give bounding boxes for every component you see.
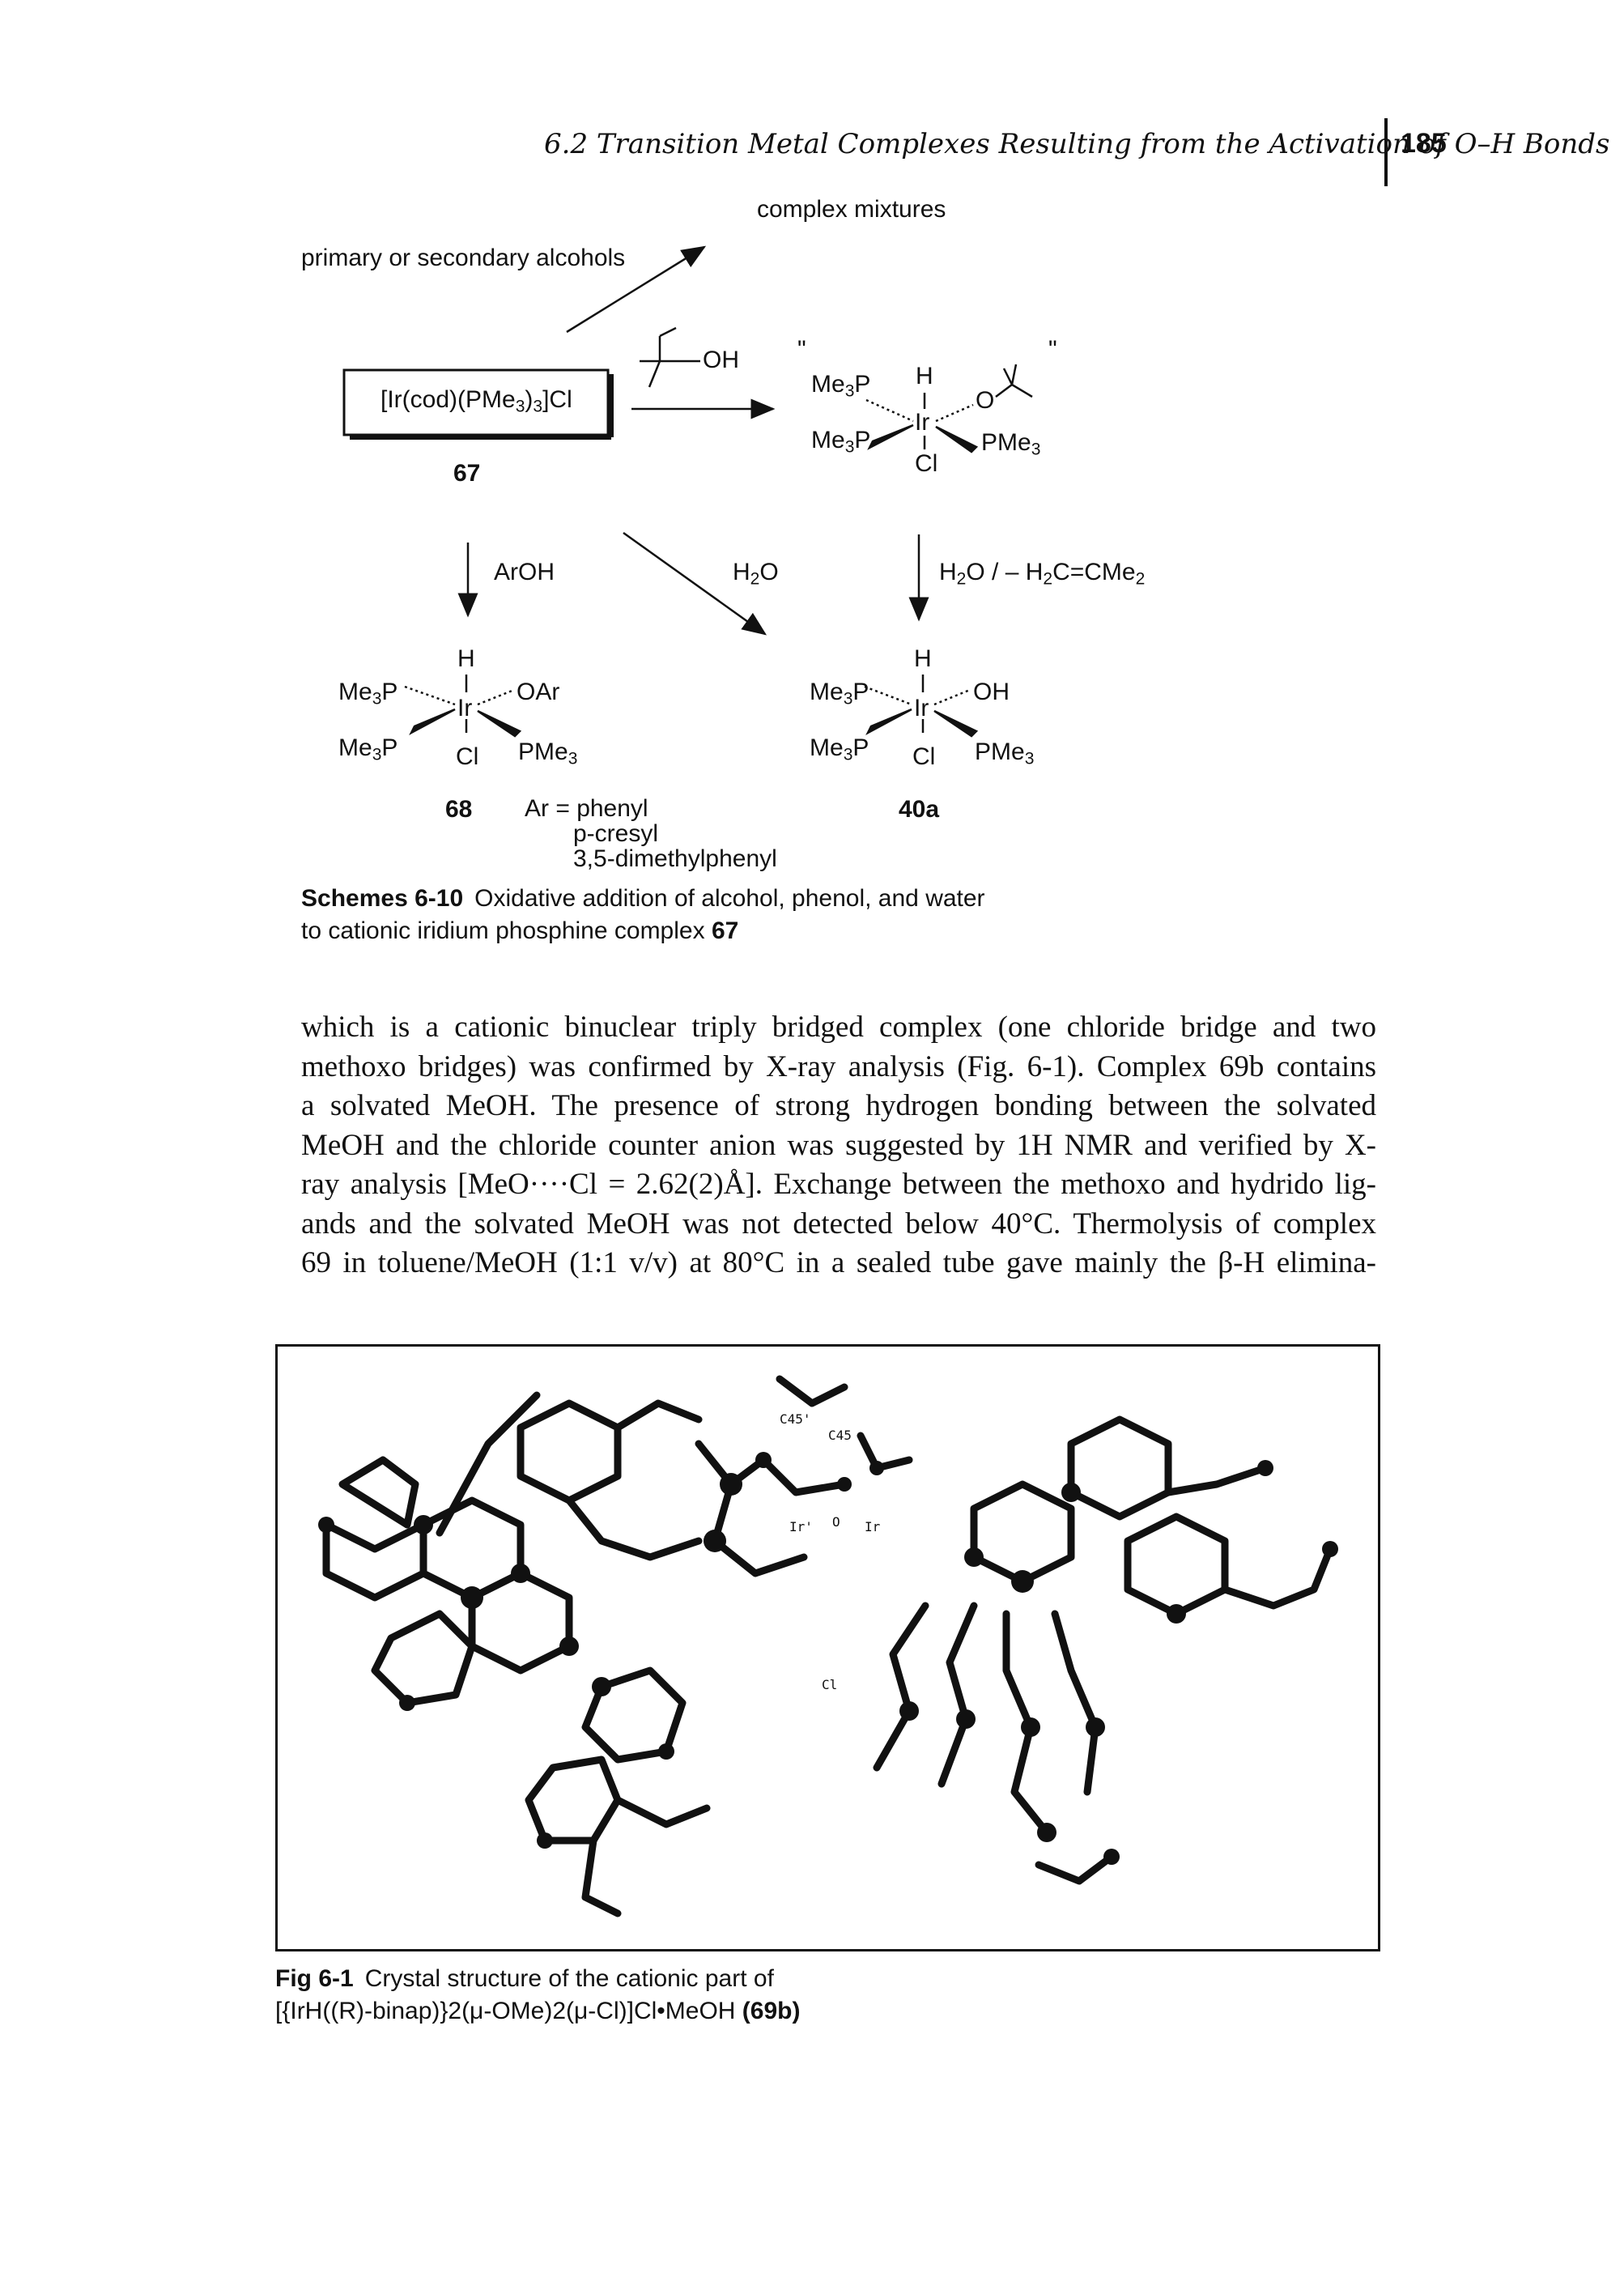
complex-top-bonds	[865, 364, 1033, 453]
complex-68-cl: Cl	[456, 743, 479, 770]
alcohols-label: primary or secondary alcohols	[301, 245, 626, 271]
complex-40a-h: H	[914, 645, 932, 672]
ar-phenyl: Ar = phenyl	[525, 795, 648, 822]
complex-40a-pme3: PMe3	[975, 738, 1035, 768]
body-paragraph: which is a cationic binuclear triply bri…	[301, 1008, 1376, 1283]
reaction-scheme: complex mixtures primary or secondary al…	[0, 0, 1624, 891]
complex-40a-cl: Cl	[912, 743, 936, 770]
scheme-caption-label: Schemes 6-10	[301, 885, 464, 912]
complex-68-me3p-upper: Me3P	[338, 679, 398, 709]
complex-top-quote-left: "	[797, 336, 806, 363]
h2o-label: H2O	[733, 559, 779, 589]
scheme-caption: Schemes 6-10 Oxidative addition of alcoho…	[301, 883, 1078, 947]
scheme-arrows	[342, 245, 1033, 738]
atom-label-ir: Ir	[865, 1519, 881, 1534]
atom-label-c45p: C45'	[780, 1411, 811, 1427]
scheme-caption-compound: 67	[711, 917, 739, 944]
figure-caption-compound: (69b)	[742, 1998, 801, 2024]
complex-mixtures-label: complex mixtures	[757, 196, 946, 223]
complex-68-bonds	[404, 675, 522, 738]
compound-68-label: 68	[445, 796, 473, 823]
figure-caption: Fig 6-1 Crystal structure of the cationic…	[275, 1963, 1085, 2028]
complex-40a-oh: OH	[973, 679, 1010, 705]
complex-top-o: O	[976, 387, 995, 414]
compound-40a-label: 40a	[899, 796, 940, 823]
body-line: ands and the solvated MeOH was not detec…	[301, 1207, 1376, 1241]
complex-top-ir: Ir	[915, 409, 930, 436]
tbuoh-structure	[640, 326, 700, 388]
compound-67-label: 67	[453, 460, 481, 487]
complex-top-me3p-lower: Me3P	[811, 427, 871, 457]
body-line: 69 in toluene/MeOH (1:1 v/v) at 80°C in …	[301, 1246, 1376, 1279]
ar-dimethylphenyl: 3,5-dimethylphenyl	[573, 845, 777, 872]
arrow-to-complex-mixtures	[566, 245, 707, 334]
page-number: 185	[1401, 128, 1447, 159]
atom-label-c45: C45	[828, 1428, 852, 1443]
body-line: methoxo bridges) was confirmed by X-ray …	[301, 1049, 1376, 1083]
crystal-structure-image: C45' C45 Ir' O Ir Cl	[318, 1375, 1338, 1917]
complex-68-h: H	[457, 645, 475, 672]
aroh-label: ArOH	[494, 559, 555, 585]
running-title: 6.2 Transition Metal Complexes Resulting…	[544, 128, 1610, 160]
atom-label-ir-prime: Ir'	[789, 1519, 813, 1534]
scheme-caption-line1: Oxidative addition of alcohol, phenol, a…	[474, 885, 985, 912]
figure-caption-line1: Crystal structure of the cationic part o…	[364, 1965, 774, 1992]
complex-68-pme3: PMe3	[518, 738, 578, 768]
h2o-isobutene-label: H2O / – H2C=CMe2	[939, 559, 1146, 589]
complex-top-h: H	[916, 363, 933, 389]
complex-68-me3p-lower: Me3P	[338, 734, 398, 764]
body-line: ray analysis [MeO····Cl = 2.62(2)Å]. Exc…	[301, 1168, 1376, 1201]
reagent-box: [Ir(cod)(PMe3)3]Cl	[380, 386, 572, 416]
tbuoh-oh-label: OH	[703, 347, 739, 373]
complex-40a-me3p-lower: Me3P	[810, 734, 869, 764]
crystal-structure-figure: C45' C45 Ir' O Ir Cl	[275, 1344, 1380, 1951]
ar-p-cresyl: p-cresyl	[573, 820, 659, 847]
ar-definitions: Ar = phenyl p-cresyl 3,5-dimethylphenyl	[525, 796, 777, 871]
complex-top-cl: Cl	[915, 450, 938, 477]
body-line: a solvated MeOH. The presence of strong …	[301, 1089, 1376, 1122]
complex-68-ir: Ir	[457, 695, 473, 721]
complex-top-pme3: PMe3	[981, 429, 1041, 459]
complex-top-me3p-upper: Me3P	[811, 371, 871, 401]
scheme-caption-line2: to cationic iridium phosphine complex	[301, 917, 705, 944]
figure-caption-line2: [{IrH((R)-binap)}2(μ-OMe)2(μ-Cl)]Cl•MeOH	[275, 1998, 736, 2024]
running-header: 6.2 Transition Metal Complexes Resulting…	[544, 128, 1609, 160]
figure-caption-label: Fig 6-1	[275, 1965, 354, 1992]
complex-40a-bonds	[864, 675, 979, 738]
body-line: which is a cationic binuclear triply bri…	[301, 1011, 1376, 1044]
complex-top-quote-right: "	[1048, 336, 1057, 363]
arrow-h2o	[623, 531, 767, 636]
complex-40a-ir: Ir	[914, 695, 929, 721]
complex-68-oar: OAr	[517, 679, 560, 705]
header-rule	[1384, 118, 1388, 186]
complex-40a-me3p-upper: Me3P	[810, 679, 869, 709]
body-line: MeOH and the chloride counter anion was …	[301, 1128, 1376, 1162]
atom-label-o: O	[832, 1514, 840, 1530]
atom-label-cl: Cl	[822, 1677, 837, 1692]
